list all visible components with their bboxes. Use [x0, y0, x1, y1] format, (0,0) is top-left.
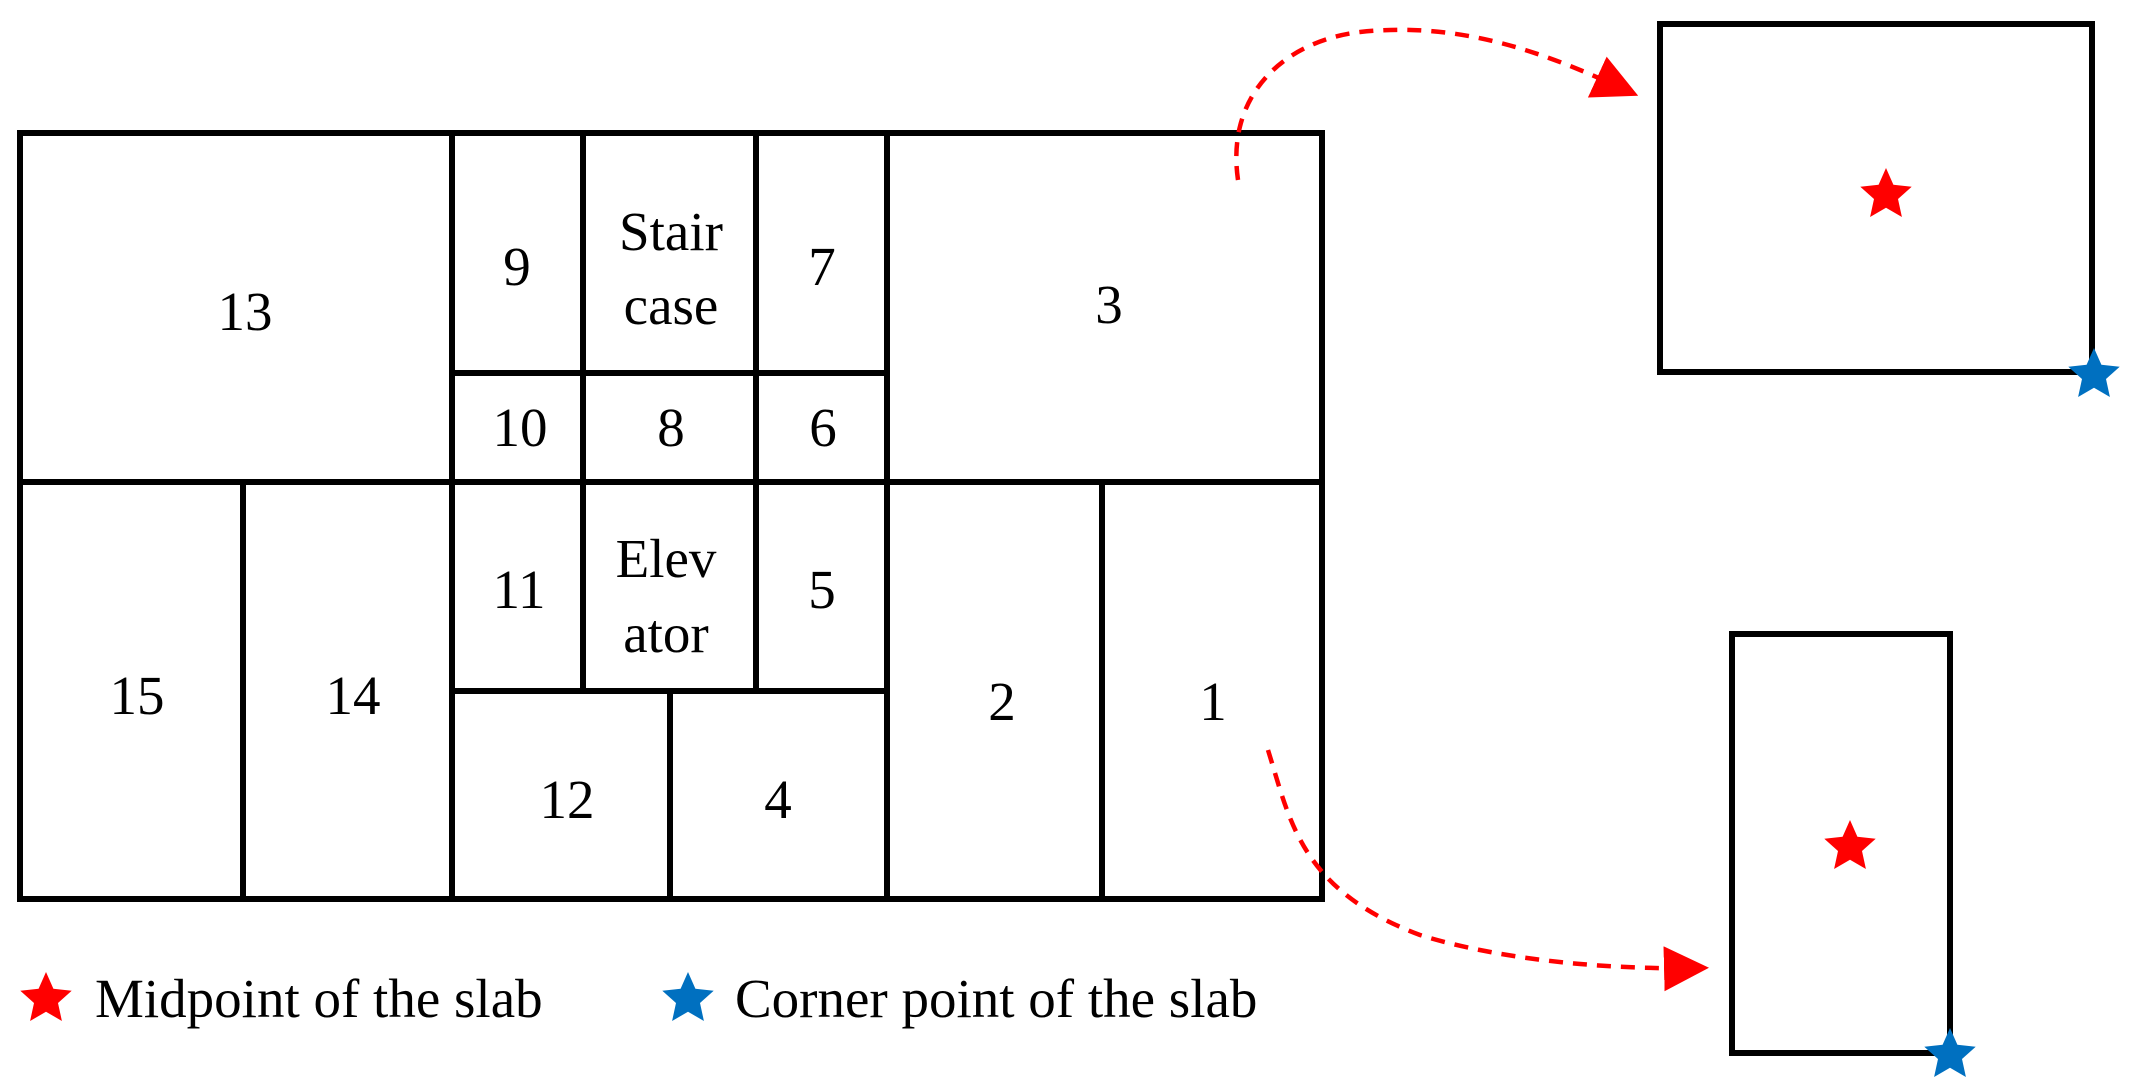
slab-label-15: 15: [110, 665, 165, 726]
connector-arrows: [1234, 27, 1709, 992]
slab-label-9: 9: [503, 236, 531, 297]
red-star-icon: [20, 972, 72, 1021]
floor-plan: [17, 130, 1325, 902]
slab-label-5: 5: [808, 559, 836, 620]
detail-slab-horizontal: [1657, 21, 2120, 397]
detail-slab-vertical: [1729, 631, 1976, 1077]
blue-star-icon: [2068, 348, 2120, 397]
blue-star-icon: [1924, 1028, 1976, 1077]
slab-label-4: 4: [764, 769, 792, 830]
slab-label-8: 8: [657, 397, 685, 458]
slab-label-elevator-line2: ator: [623, 603, 709, 664]
blue-star-icon: [662, 972, 714, 1021]
slab-label-elevator-line1: Elev: [616, 528, 717, 589]
slab-label-6: 6: [809, 397, 837, 458]
legend-label-corner: Corner point of the slab: [735, 968, 1257, 1029]
slab-label-10: 10: [493, 397, 548, 458]
detail-slab-horizontal-outline: [1657, 21, 2095, 375]
legend: Midpoint of the slab Corner point of the…: [20, 968, 1257, 1029]
slab-label-7: 7: [808, 236, 836, 297]
slab-label-11: 11: [493, 559, 546, 620]
arrow-slab1-to-detail: [1265, 749, 1709, 992]
legend-label-midpoint: Midpoint of the slab: [95, 968, 543, 1029]
slab-labels: 13 9 Stair case 7 3 10 8 6 11 Elev ator …: [110, 201, 1227, 830]
slab-label-14: 14: [326, 665, 381, 726]
slab-label-1: 1: [1199, 671, 1227, 732]
slab-label-staircase-line1: Stair: [619, 201, 723, 262]
slab-label-12: 12: [540, 769, 595, 830]
slab-label-3: 3: [1095, 274, 1123, 335]
slab-label-staircase-line2: case: [624, 275, 719, 336]
arrow-slab3-to-detail: [1234, 27, 1639, 181]
slab-label-13: 13: [218, 281, 273, 342]
detail-slab-vertical-outline: [1729, 631, 1953, 1056]
red-star-icon: [1824, 820, 1876, 869]
slab-label-2: 2: [988, 671, 1016, 732]
red-star-icon: [1860, 168, 1912, 217]
